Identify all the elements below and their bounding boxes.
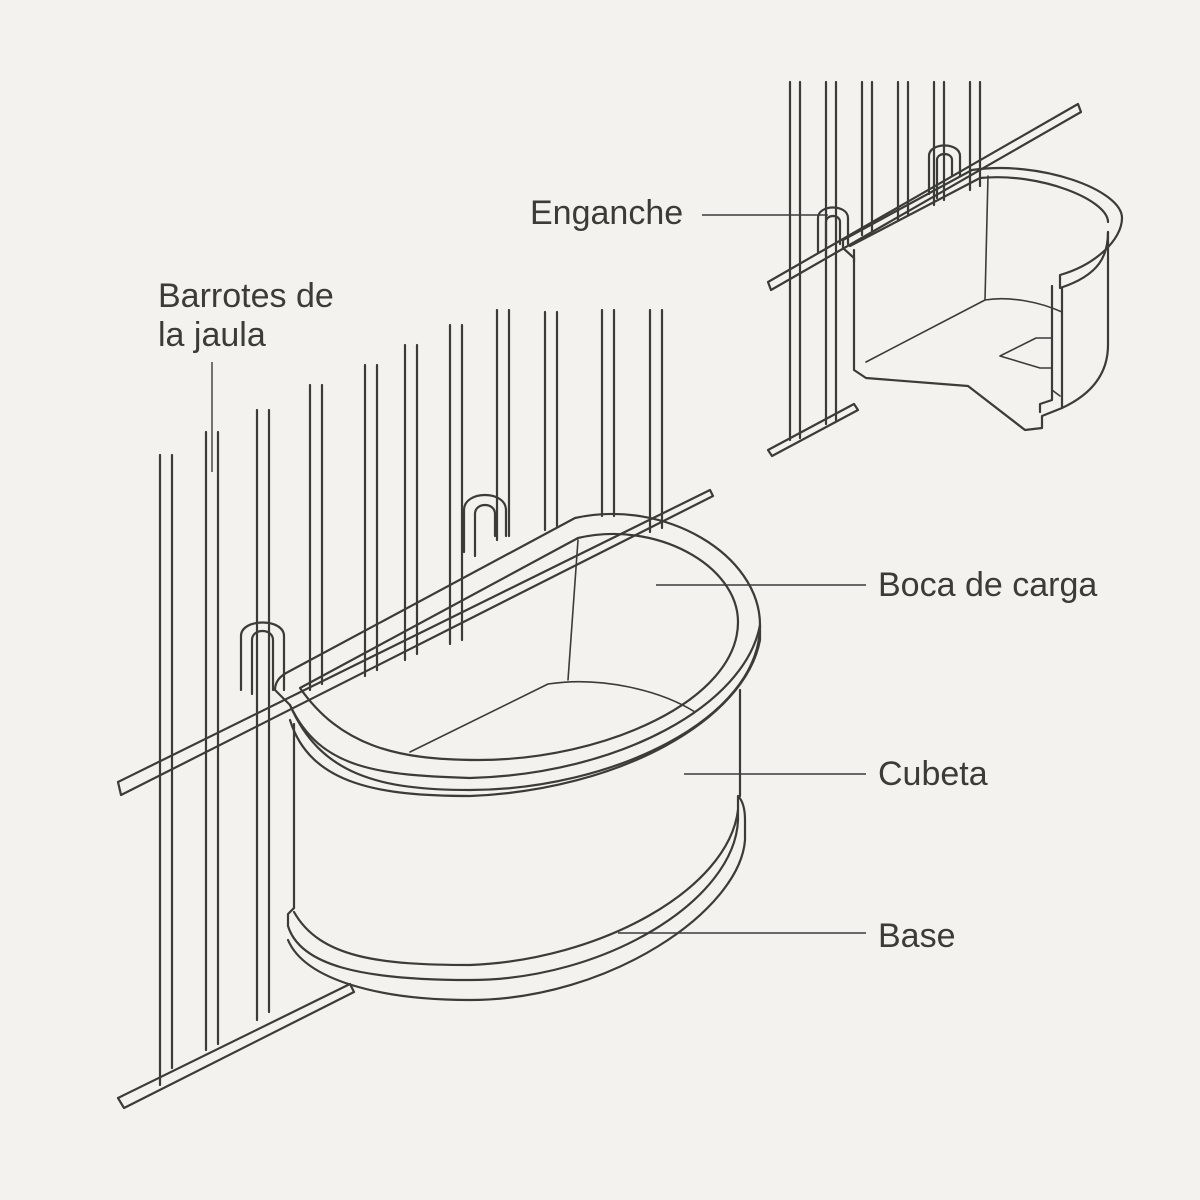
inset-hooks bbox=[816, 144, 962, 258]
label-cage-bars-line1: Barrotes de bbox=[158, 277, 334, 315]
inset-cage-rails bbox=[766, 102, 1083, 458]
label-cage-bars-line2: la jaula bbox=[158, 316, 266, 354]
inset-cage-bars bbox=[788, 80, 982, 442]
label-tub: Cubeta bbox=[878, 755, 988, 793]
label-hook: Enganche bbox=[530, 194, 684, 232]
main-cage-bars bbox=[158, 308, 664, 1087]
inset-feeder-cutaway bbox=[841, 166, 1124, 432]
main-feeder-tub bbox=[273, 512, 762, 1002]
leader-lines bbox=[211, 214, 866, 934]
label-base: Base bbox=[878, 917, 956, 955]
label-cage-bars: Barrotes de la jaula bbox=[158, 277, 334, 355]
main-hooks bbox=[239, 493, 508, 696]
label-mouth: Boca de carga bbox=[878, 566, 1098, 604]
main-cage-rails bbox=[116, 488, 715, 1110]
